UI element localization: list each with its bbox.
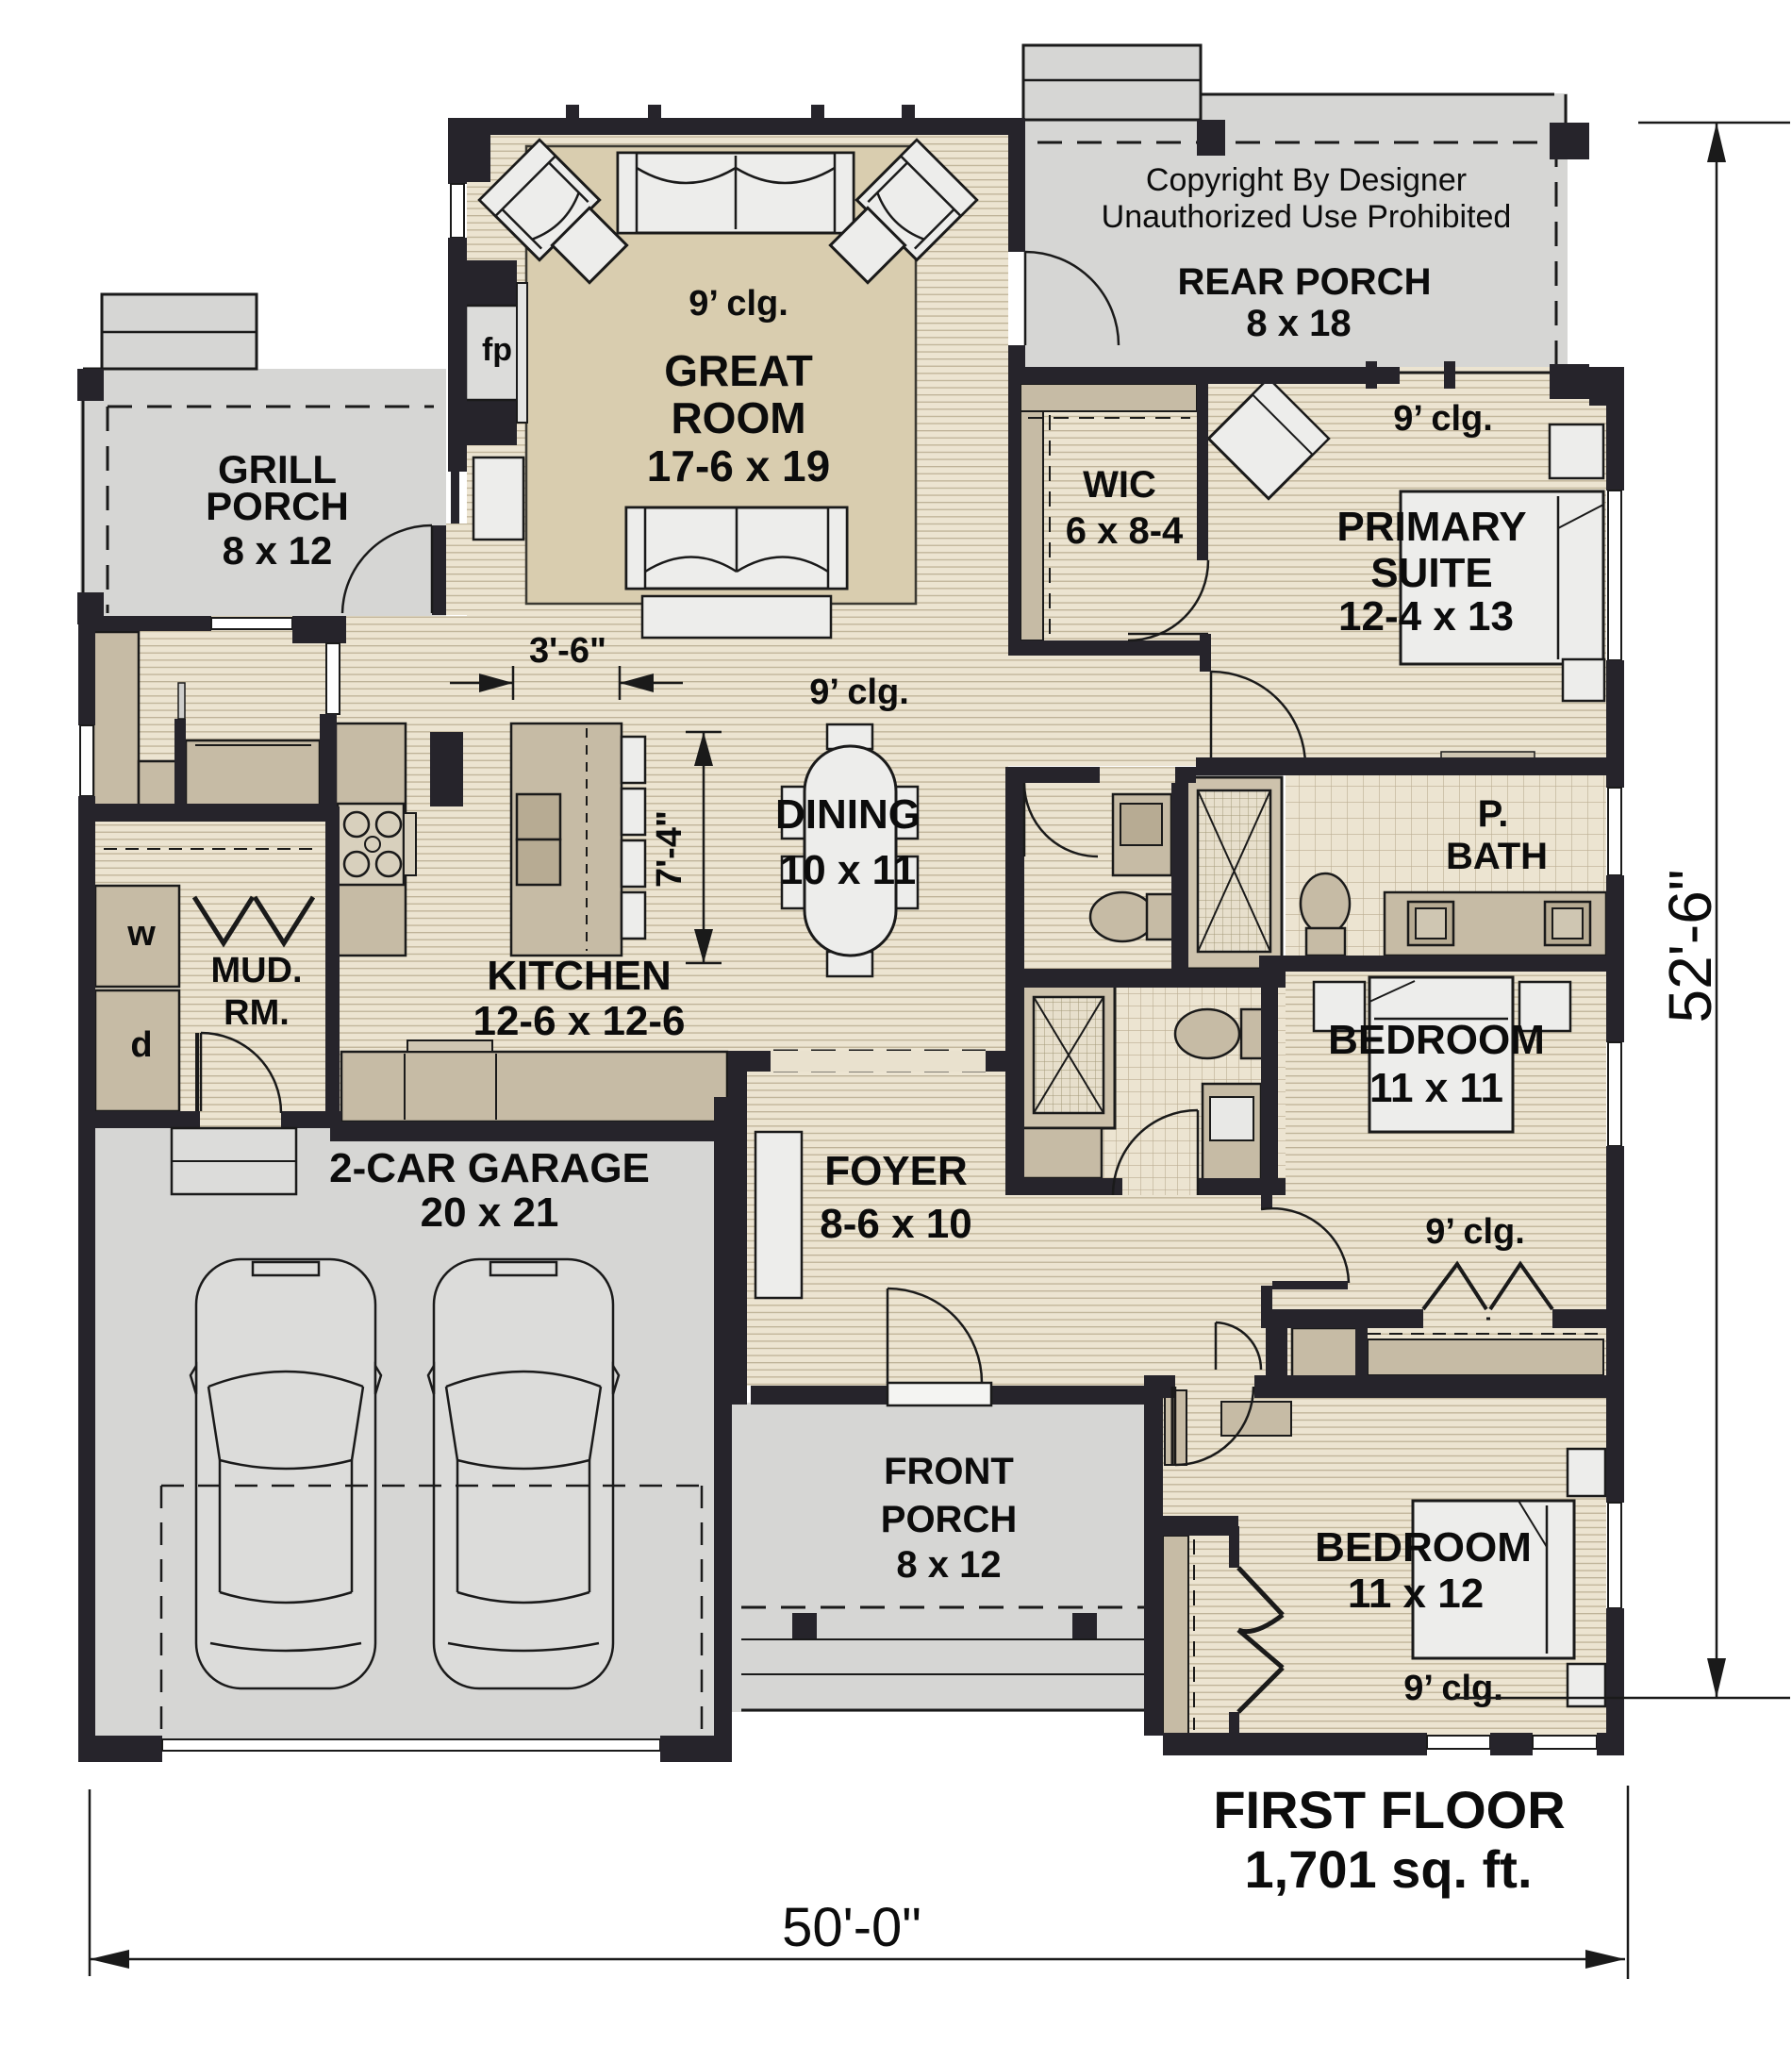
svg-text:REAR PORCH: REAR PORCH (1178, 261, 1432, 303)
svg-text:12-4 x 13: 12-4 x 13 (1338, 593, 1514, 640)
svg-text:50'-0": 50'-0" (782, 1897, 921, 1958)
svg-text:FOYER: FOYER (824, 1148, 968, 1194)
svg-text:12-6 x 12-6: 12-6 x 12-6 (473, 998, 685, 1044)
svg-text:d: d (130, 1025, 152, 1065)
svg-text:9’ clg.: 9’ clg. (809, 673, 909, 712)
svg-text:WIC: WIC (1083, 464, 1156, 506)
svg-text:Unauthorized Use Prohibited: Unauthorized Use Prohibited (1102, 199, 1512, 235)
svg-text:8 x 12: 8 x 12 (896, 1544, 1001, 1586)
svg-text:20 x 21: 20 x 21 (421, 1189, 559, 1236)
svg-text:GRILL: GRILL (218, 447, 337, 491)
svg-text:7'-4": 7'-4" (650, 810, 689, 888)
svg-text:BATH: BATH (1446, 836, 1548, 877)
svg-text:2-CAR GARAGE: 2-CAR GARAGE (329, 1145, 650, 1191)
svg-text:11 x 11: 11 x 11 (1369, 1065, 1503, 1111)
svg-text:MUD.: MUD. (210, 951, 302, 990)
svg-text:8 x 12: 8 x 12 (223, 528, 333, 573)
svg-text:3'-6": 3'-6" (529, 631, 606, 671)
svg-text:RM.: RM. (224, 993, 290, 1033)
svg-text:SUITE: SUITE (1370, 550, 1493, 596)
svg-text:1,701 sq. ft.: 1,701 sq. ft. (1244, 1839, 1532, 1899)
svg-text:w: w (126, 914, 156, 954)
svg-text:BEDROOM: BEDROOM (1328, 1017, 1545, 1063)
svg-text:ROOM: ROOM (671, 393, 805, 442)
svg-text:9’ clg.: 9’ clg. (689, 284, 788, 324)
svg-text:FRONT: FRONT (884, 1451, 1014, 1492)
svg-text:DINING: DINING (775, 791, 921, 838)
svg-text:P.: P. (1478, 793, 1509, 835)
svg-text:17-6 x 19: 17-6 x 19 (647, 441, 830, 490)
svg-text:8 x 18: 8 x 18 (1246, 303, 1351, 344)
svg-text:fp: fp (482, 332, 512, 368)
svg-text:GREAT: GREAT (664, 346, 813, 395)
svg-text:11 x 12: 11 x 12 (1348, 1571, 1484, 1617)
svg-text:Copyright By Designer: Copyright By Designer (1146, 162, 1467, 198)
svg-text:10 x 11: 10 x 11 (780, 847, 916, 893)
svg-text:8-6 x 10: 8-6 x 10 (820, 1201, 971, 1247)
svg-text:9’ clg.: 9’ clg. (1425, 1212, 1525, 1252)
svg-text:KITCHEN: KITCHEN (487, 953, 672, 999)
svg-text:52'-6": 52'-6" (1656, 869, 1724, 1022)
svg-text:9’ clg.: 9’ clg. (1403, 1669, 1503, 1708)
svg-text:BEDROOM: BEDROOM (1315, 1524, 1532, 1571)
svg-text:PRIMARY: PRIMARY (1336, 504, 1526, 550)
svg-text:PORCH: PORCH (206, 484, 349, 528)
svg-text:FIRST FLOOR: FIRST FLOOR (1213, 1780, 1565, 1839)
svg-text:PORCH: PORCH (881, 1499, 1017, 1540)
svg-text:6 x 8-4: 6 x 8-4 (1066, 510, 1184, 552)
svg-text:9’ clg.: 9’ clg. (1393, 399, 1493, 439)
